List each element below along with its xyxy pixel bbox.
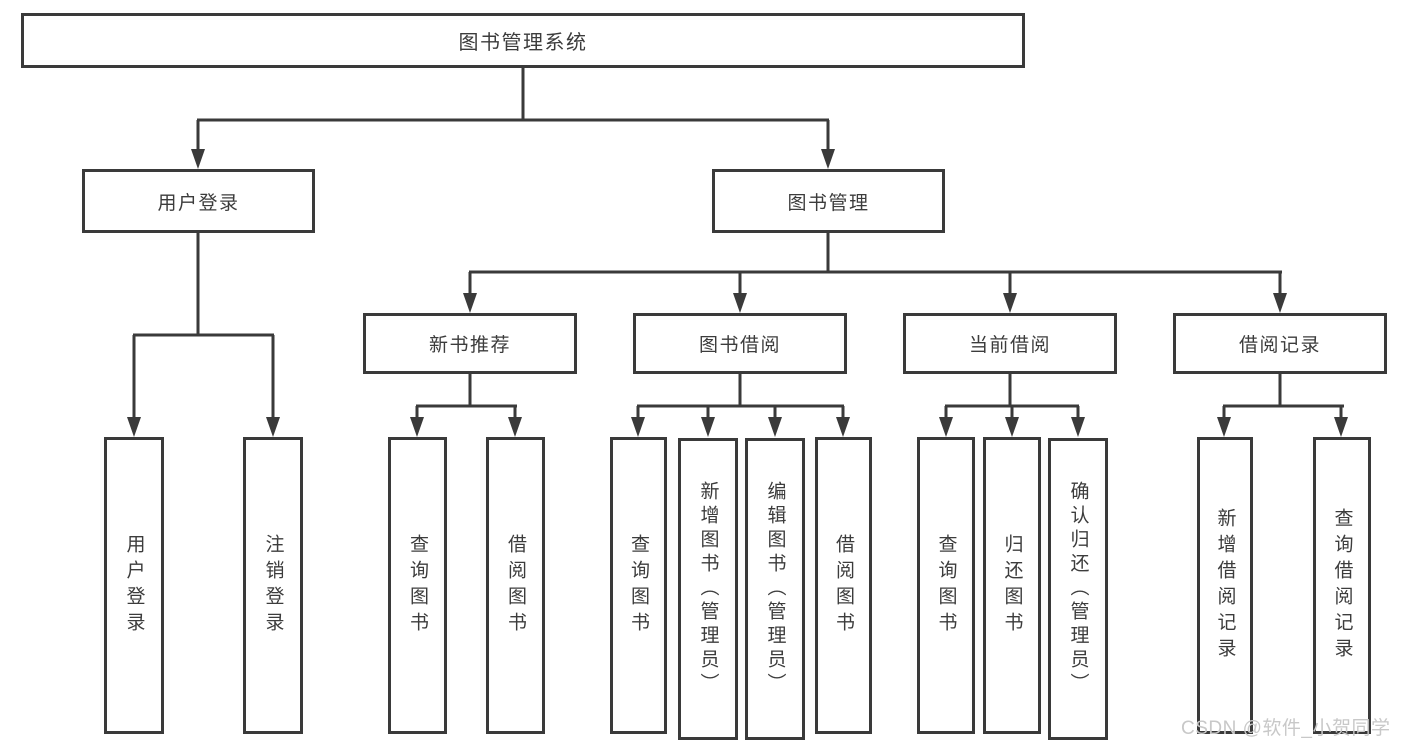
root-node-library-management-system: 图书管理系统: [21, 13, 1025, 68]
leaf-user-login-label: 用户登录: [123, 533, 145, 638]
leaf-confirm-return-admin: 确认归还（管理员）: [1048, 438, 1108, 740]
leaf-query-borrow-record-label: 查询借阅记录: [1331, 507, 1353, 664]
node-current-borrow: 当前借阅: [903, 313, 1117, 374]
leaf-user-login: 用户登录: [104, 437, 164, 734]
leaf-query-books-recommend-label: 查询图书: [407, 533, 428, 638]
csdn-watermark: CSDN @软件_小贺同学: [1181, 718, 1391, 739]
leaf-borrow-books-label: 借阅图书: [833, 533, 854, 638]
root-node-label: 图书管理系统: [458, 32, 588, 54]
node-current-borrow-label: 当前借阅: [968, 335, 1051, 356]
leaf-add-books-admin-label: 新增图书（管理员）: [697, 481, 719, 697]
node-new-book-recommend-label: 新书推荐: [428, 335, 511, 356]
node-new-book-recommend: 新书推荐: [363, 313, 577, 374]
leaf-add-borrow-record-label: 新增借阅记录: [1214, 507, 1236, 664]
leaf-add-borrow-record: 新增借阅记录: [1197, 437, 1253, 734]
leaf-confirm-return-admin-label: 确认归还（管理员）: [1067, 481, 1089, 697]
leaf-edit-books-admin: 编辑图书（管理员）: [745, 438, 805, 740]
leaf-logout-label: 注销登录: [262, 533, 284, 638]
leaf-edit-books-admin-label: 编辑图书（管理员）: [764, 481, 786, 697]
leaf-borrow-books: 借阅图书: [815, 437, 872, 734]
leaf-return-books: 归还图书: [983, 437, 1041, 734]
leaf-query-books-recommend: 查询图书: [388, 437, 447, 734]
leaf-add-books-admin: 新增图书（管理员）: [678, 438, 738, 740]
node-user-login: 用户登录: [82, 169, 315, 233]
node-book-borrow: 图书借阅: [633, 313, 847, 374]
node-book-management: 图书管理: [712, 169, 945, 233]
leaf-query-borrow-record: 查询借阅记录: [1313, 437, 1371, 734]
node-user-login-label: 用户登录: [157, 192, 240, 214]
leaf-return-books-label: 归还图书: [1001, 533, 1023, 638]
leaf-borrow-books-recommend: 借阅图书: [486, 437, 545, 734]
leaf-query-books-borrow-label: 查询图书: [628, 533, 649, 638]
leaf-borrow-books-recommend-label: 借阅图书: [505, 533, 526, 638]
node-borrow-records-label: 借阅记录: [1238, 335, 1321, 356]
leaf-query-books-borrow: 查询图书: [610, 437, 667, 734]
leaf-query-books-current: 查询图书: [917, 437, 975, 734]
leaf-query-books-current-label: 查询图书: [935, 533, 957, 638]
leaf-logout: 注销登录: [243, 437, 303, 734]
node-borrow-records: 借阅记录: [1173, 313, 1387, 374]
node-book-borrow-label: 图书借阅: [698, 335, 781, 356]
node-book-management-label: 图书管理: [787, 192, 870, 214]
